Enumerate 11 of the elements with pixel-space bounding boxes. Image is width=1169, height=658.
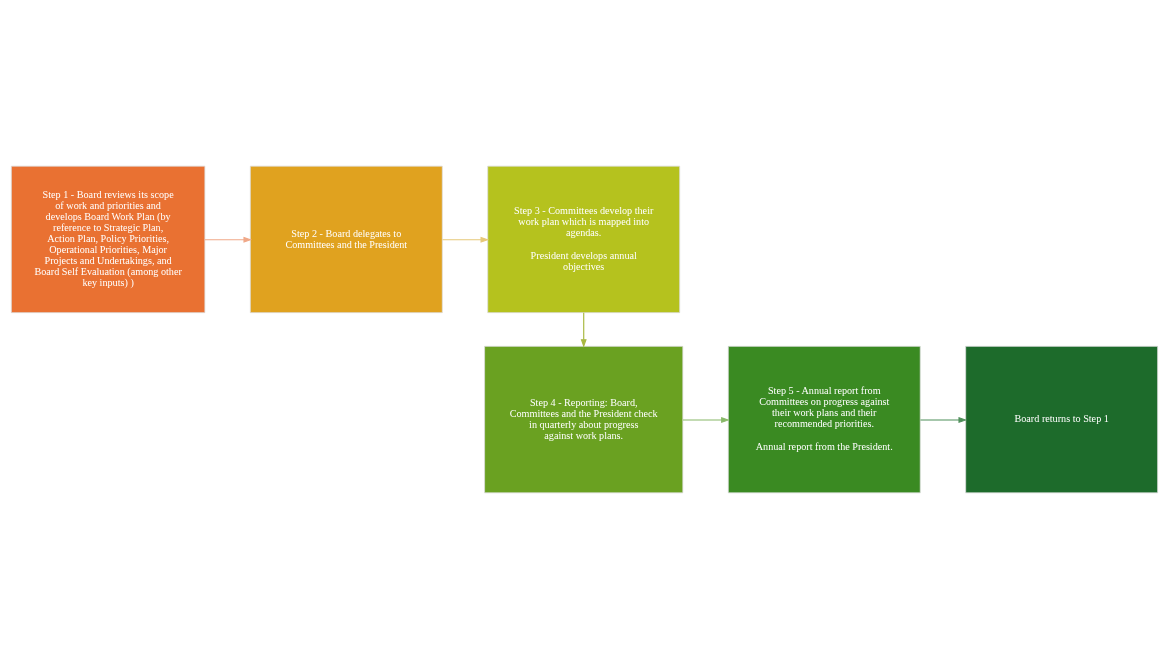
arrow: [204, 236, 253, 243]
arrow: [919, 416, 968, 423]
node-box: Step 5 - Annual report from Committees on progress against their work plans and their recommended priorities. Annual report from the President.: [727, 345, 921, 493]
node-box: Step 1 - Board reviews its scope of work and priorities and develops Board Work Plan (by reference to Strategic Plan, Action Plan, Policy Priorities, Operational Priorities, Major Projects and Undertakings, and Board Self Evaluation (among other key inputs) ): [10, 165, 206, 313]
arrow: [441, 236, 490, 243]
node-box: Step 2 - Board delegates to Committees and the President: [249, 165, 443, 313]
node-box: Step 3 - Committees develop their work plan which is mapped into agendas. President develops annual objectives: [487, 165, 681, 313]
arrow: [682, 416, 730, 423]
arrow: [580, 311, 587, 348]
node-box: Step 4 - Reporting: Board, Committees and the President check in quarterly about progress against work plans.: [484, 345, 684, 493]
node-box: Board returns to Step 1: [965, 345, 1159, 493]
